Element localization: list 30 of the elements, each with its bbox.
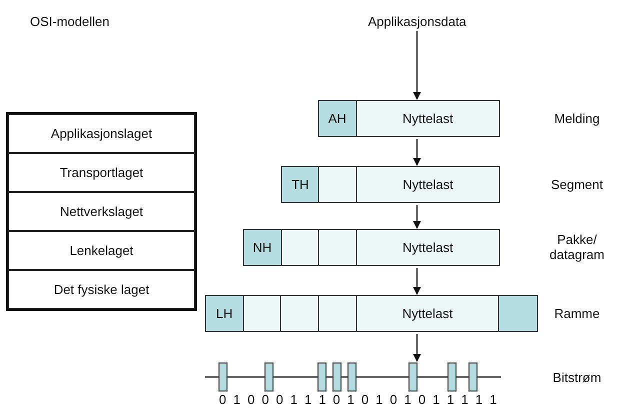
header-cell: LH: [206, 296, 244, 331]
heading-label: OSI-modellen: [30, 14, 110, 29]
layer-box: Det fysiske laget: [8, 270, 195, 309]
layer-box: Lenkelaget: [8, 231, 195, 270]
arrow: [413, 139, 421, 166]
bit-values: 0 1 0 0 0 1 1 1 0 1 0 1 0 1 0 1 1 1 1 1: [219, 392, 499, 407]
pdu-label: Segment: [550, 176, 604, 192]
bitstream-drawing: [205, 362, 501, 392]
layer-box: Nettverkslaget: [8, 192, 195, 231]
payload-cell-text: Nyttelast: [402, 110, 454, 128]
payload-cell-text: Nyttelast: [402, 176, 454, 194]
pdu-label: Ramme: [553, 306, 601, 320]
header-cell: NH: [244, 230, 282, 265]
pdu-bar: [318, 100, 500, 137]
payload-cell-text: Nyttelast: [402, 239, 454, 257]
header-cell: TH: [282, 167, 320, 202]
data-label: Applikasjonsdata: [368, 14, 466, 29]
pdu-label: Bitstrøm: [552, 370, 602, 384]
arrow: [413, 334, 421, 362]
pdu-label: Melding: [553, 110, 601, 126]
pdu-bar: [243, 229, 500, 266]
arrow: [413, 31, 421, 100]
arrow: [413, 268, 421, 295]
layer-box: Transportlaget: [8, 153, 195, 192]
pdu-label: Pakke/ datagram: [548, 232, 606, 262]
layer-box: Applikasjonslaget: [8, 114, 195, 153]
pdu-bar: [205, 295, 538, 332]
pdu-bar: [281, 166, 500, 203]
header-cell: AH: [319, 101, 357, 136]
arrow: [413, 205, 421, 229]
